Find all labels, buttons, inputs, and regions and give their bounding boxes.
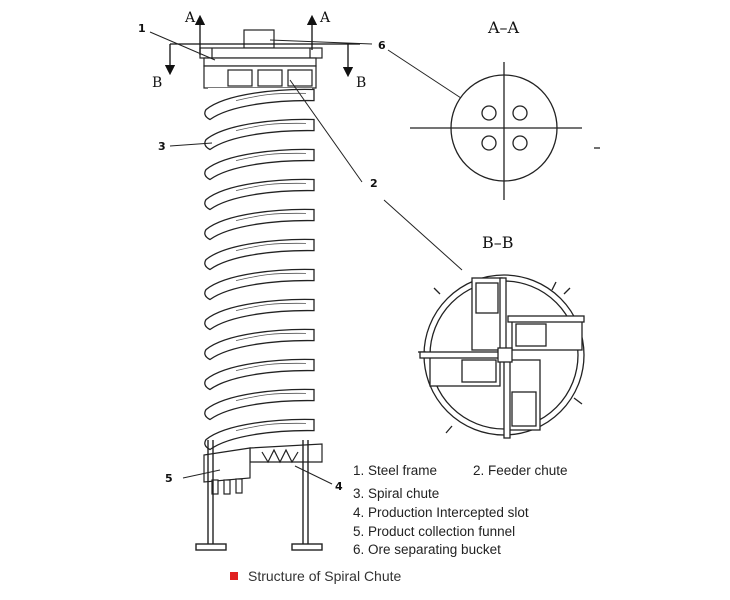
spiral-turn: [204, 328, 315, 361]
spiral-turn-inner-edge: [235, 152, 307, 161]
callout-4: 4: [335, 480, 343, 493]
spiral-turn: [204, 178, 315, 211]
caption-text: Structure of Spiral Chute: [248, 568, 402, 584]
legend-item: 5. Product collection funnel: [353, 524, 516, 539]
callout-3: 3: [158, 140, 166, 153]
spiral-turn: [204, 298, 315, 331]
product-collection-funnel: [203, 447, 251, 495]
spiral-turn-inner-edge: [235, 122, 307, 131]
legend-item: 4. Production Intercepted slot: [353, 505, 529, 520]
section-title-aa: A–A: [487, 18, 520, 37]
spiral-turn-inner-edge: [235, 422, 307, 431]
spiral-turn: [204, 268, 315, 301]
legend-item: 3. Spiral chute: [353, 486, 440, 501]
spiral-turn: [204, 88, 315, 121]
section-title-bb: B–B: [482, 233, 514, 252]
section-arrow-label-a: A: [184, 10, 196, 26]
spiral-turn: [204, 208, 315, 241]
spiral-turn-inner-edge: [235, 302, 307, 311]
spiral-turn-inner-edge: [235, 92, 307, 101]
spiral-turn: [204, 358, 315, 391]
spiral-turn-inner-edge: [235, 242, 307, 251]
spiral-turn-inner-edge: [235, 272, 307, 281]
section-arrow-label-a: A: [319, 10, 331, 26]
steel-frame: [195, 440, 323, 551]
callout-6: 6: [378, 39, 386, 52]
section-arrow-label-b: B: [356, 75, 366, 91]
spiral-turn: [204, 118, 315, 151]
spiral-turn-inner-edge: [235, 392, 307, 401]
spiral-turn-inner-edge: [235, 332, 307, 341]
ore-separating-bucket: [199, 29, 323, 67]
callout-1: 1: [138, 22, 146, 35]
figure-caption: Structure of Spiral Chute: [230, 568, 401, 584]
legend-item: 1. Steel frame: [353, 463, 438, 478]
feeder-chute-block: [203, 65, 317, 89]
spiral-chute: [204, 88, 315, 451]
callout-5: 5: [165, 472, 173, 485]
caption-bullet-icon: [230, 572, 238, 580]
callout-2: 2: [370, 177, 378, 190]
spiral-turn-inner-edge: [235, 182, 307, 191]
section-b-b-view: [418, 274, 585, 439]
spiral-turn-inner-edge: [235, 362, 307, 371]
legend-item: 2. Feeder chute: [473, 463, 568, 478]
spiral-turn: [204, 388, 315, 421]
legend-item: 6. Ore separating bucket: [353, 542, 501, 557]
section-a-a-view: [410, 62, 600, 200]
spiral-turn-inner-edge: [235, 212, 307, 221]
section-arrow-label-b: B: [152, 75, 162, 91]
spiral-turn: [204, 418, 315, 451]
section-cut-lines: [164, 14, 360, 78]
spiral-turn: [204, 148, 315, 181]
spiral-turn: [204, 238, 315, 271]
leader-lines: [149, 31, 465, 485]
